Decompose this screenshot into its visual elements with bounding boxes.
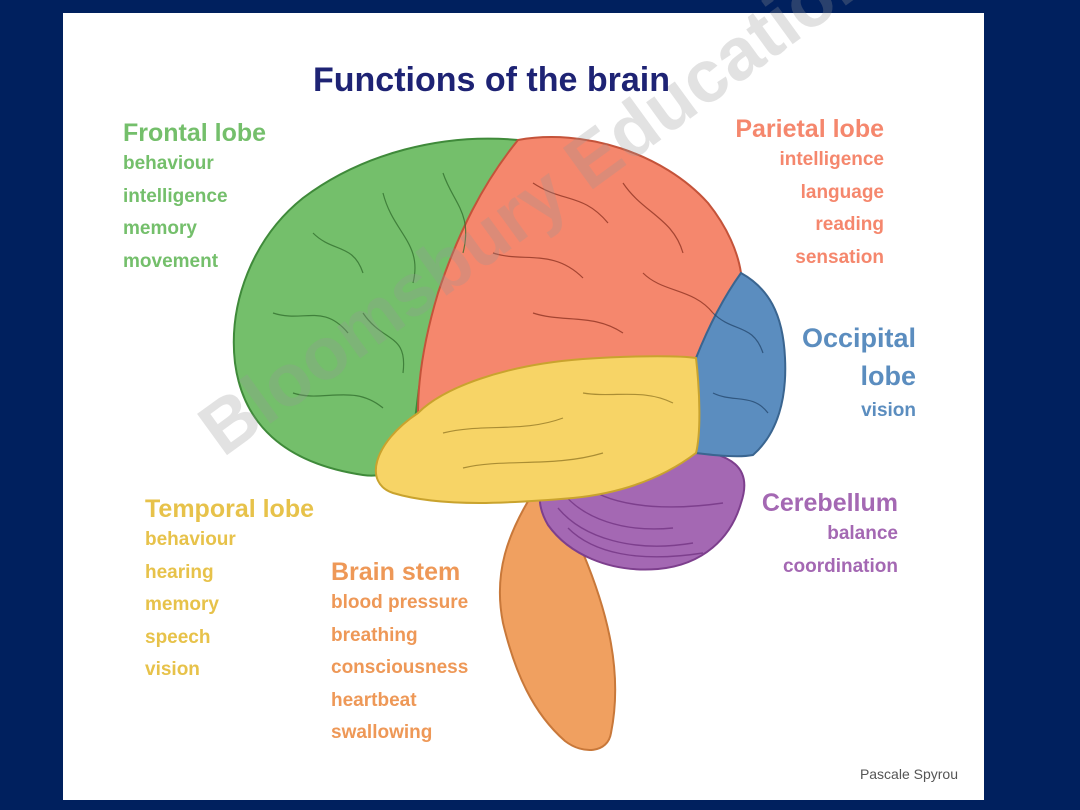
parietal-function-item: sensation — [795, 246, 884, 268]
brain-stem-function-item: breathing — [331, 624, 418, 646]
occipital-lobe-region — [693, 271, 787, 458]
cerebellum-function-item: balance — [827, 523, 898, 544]
temporal-lobe-region — [374, 355, 701, 504]
temporal-function-item: speech — [145, 626, 211, 648]
temporal-lobe-functions: behaviour hearing memory speech vision — [145, 524, 314, 687]
occipital-lobe-functions: vision — [802, 395, 916, 428]
occipital-lobe-heading-line1: Occipital — [801, 323, 916, 353]
credit-text: Pascale Spyrou — [859, 766, 958, 782]
brain-stem-function-item: consciousness — [331, 657, 469, 678]
cerebellum-heading: Cerebellum — [761, 489, 898, 517]
brain-stem-heading: Brain stem — [331, 558, 461, 586]
temporal-function-item: memory — [145, 594, 219, 615]
temporal-gyri — [442, 392, 674, 469]
brain-stem-functions: blood pressure breathing consciousness hear… — [331, 587, 468, 750]
temporal-function-item: hearing — [145, 561, 214, 583]
parietal-lobe-label-group: Parietal lobe intelligence language readin… — [735, 115, 884, 274]
frontal-lobe-functions: behaviour intelligence memory movement — [123, 148, 266, 278]
frontal-function-item: movement — [123, 250, 219, 272]
frontal-function-item: behaviour — [123, 153, 214, 174]
cerebellum-function-item: coordination — [782, 555, 898, 577]
cerebellum-label-group: Cerebellum balance coordination — [762, 489, 898, 583]
frontal-gyri — [272, 172, 467, 409]
occipital-function-item: vision — [861, 400, 916, 421]
brain-stem-function-item: swallowing — [331, 722, 433, 743]
brain-stem-function-item: heartbeat — [331, 689, 417, 711]
brain-illustration — [232, 136, 787, 752]
temporal-lobe-heading: Temporal lobe — [145, 495, 315, 523]
parietal-function-item: intelligence — [779, 149, 884, 170]
occipital-gyri — [712, 312, 769, 414]
diagram-panel: Bloomsbury Educational Functions of the … — [63, 0, 984, 800]
temporal-function-item: behaviour — [145, 529, 236, 550]
temporal-lobe-label-group: Temporal lobe behaviour hearing memory spee… — [145, 495, 314, 687]
frontal-lobe-heading: Frontal lobe — [123, 119, 267, 147]
page-title: Functions of the brain — [313, 61, 670, 99]
frontal-lobe-label-group: Frontal lobe behaviour intelligence memory… — [123, 119, 266, 278]
brain-stem-label-group: Brain stem blood pressure breathing consci… — [331, 558, 468, 750]
brain-stem-function-item: blood pressure — [331, 592, 469, 613]
frontal-function-item: memory — [123, 218, 197, 239]
cerebellum-folds — [557, 482, 724, 558]
parietal-gyri — [492, 182, 714, 334]
occipital-lobe-heading-line2: lobe — [860, 361, 916, 391]
frontal-function-item: intelligence — [123, 185, 228, 207]
occipital-lobe-label-group: Occipital lobe vision — [802, 319, 916, 428]
parietal-lobe-functions: intelligence language reading sensation — [735, 144, 884, 274]
parietal-function-item: language — [800, 181, 884, 203]
parietal-lobe-heading: Parietal lobe — [735, 115, 884, 143]
temporal-function-item: vision — [145, 659, 200, 680]
cerebellum-functions: balance coordination — [762, 518, 898, 583]
parietal-function-item: reading — [815, 214, 884, 235]
